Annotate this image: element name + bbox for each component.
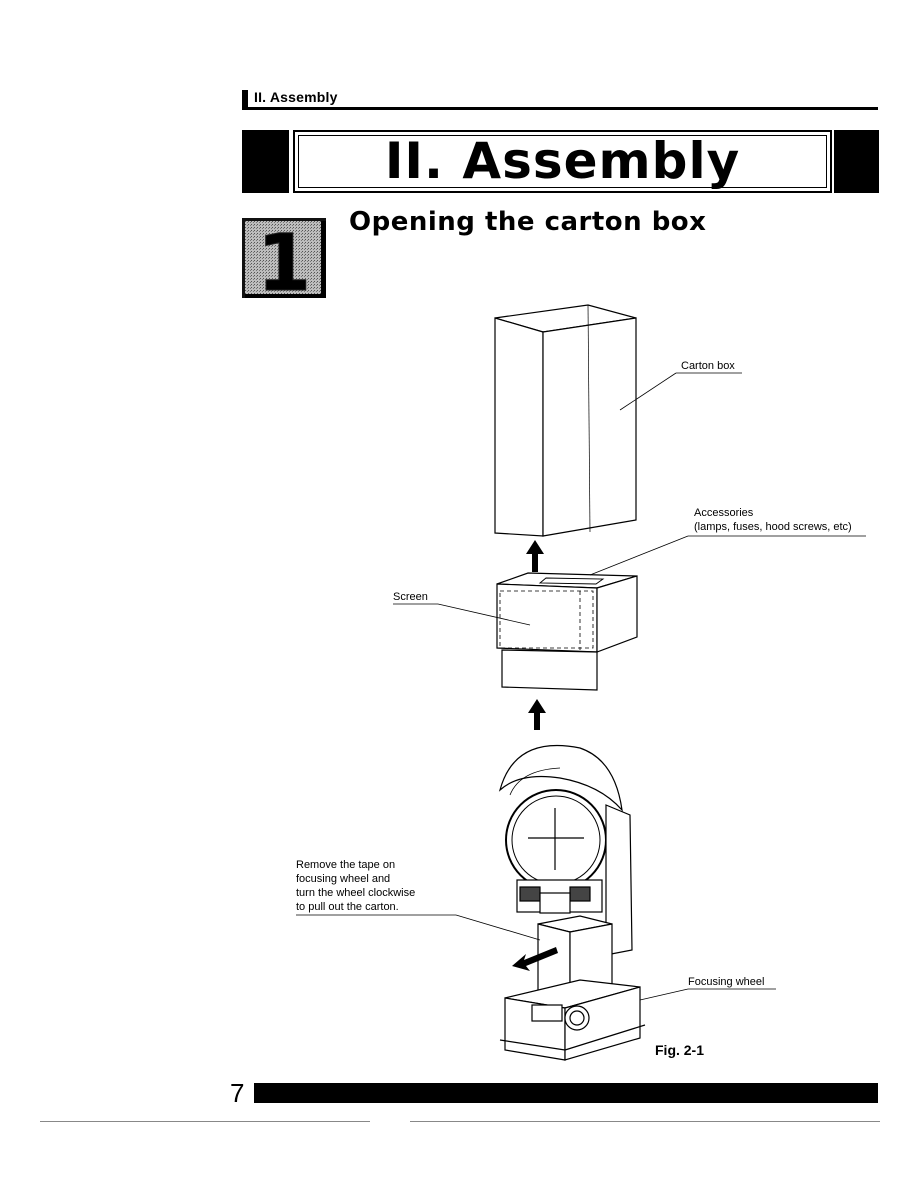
leader-lines: [296, 372, 866, 1001]
section-title: Opening the carton box: [349, 207, 707, 237]
running-header: II. Assembly: [254, 89, 338, 105]
section-number: 1: [257, 219, 311, 298]
carton-box-label: Carton box: [681, 360, 735, 372]
banner-right-block: [834, 130, 879, 193]
instruction-line: focusing wheel and: [296, 873, 391, 885]
header-marker: [242, 90, 248, 108]
accessories-label: Accessories: [694, 507, 754, 519]
screen-label: Screen: [393, 591, 428, 603]
footer-bar: [254, 1083, 878, 1103]
accessories-detail-label: (lamps, fuses, hood screws, etc): [694, 521, 852, 533]
header-rule: [242, 107, 878, 110]
chapter-title: II. Assembly: [384, 132, 741, 190]
up-arrow-icon: [528, 699, 546, 730]
banner-left-block: [242, 130, 289, 193]
up-arrow-icon: [526, 540, 544, 572]
carton-box-drawing: [494, 304, 637, 537]
instruction-line: turn the wheel clockwise: [296, 887, 416, 899]
figure-caption: Fig. 2-1: [655, 1042, 705, 1058]
assembly-figure: [296, 304, 866, 1061]
pull-arrow-icon: [512, 947, 558, 971]
instruction-line: to pull out the carton.: [296, 901, 399, 913]
instruction-line: Remove the tape on: [296, 859, 396, 871]
focusing-wheel-label: Focusing wheel: [688, 976, 765, 988]
footer-rule: [40, 1121, 370, 1122]
projector-drawing: [498, 744, 646, 1061]
banner-frame: [293, 130, 832, 193]
screen-package-drawing: [496, 572, 638, 691]
section-number-badge: 1: [242, 218, 326, 298]
footer-rule: [410, 1121, 880, 1122]
page-number: 7: [230, 1078, 245, 1108]
